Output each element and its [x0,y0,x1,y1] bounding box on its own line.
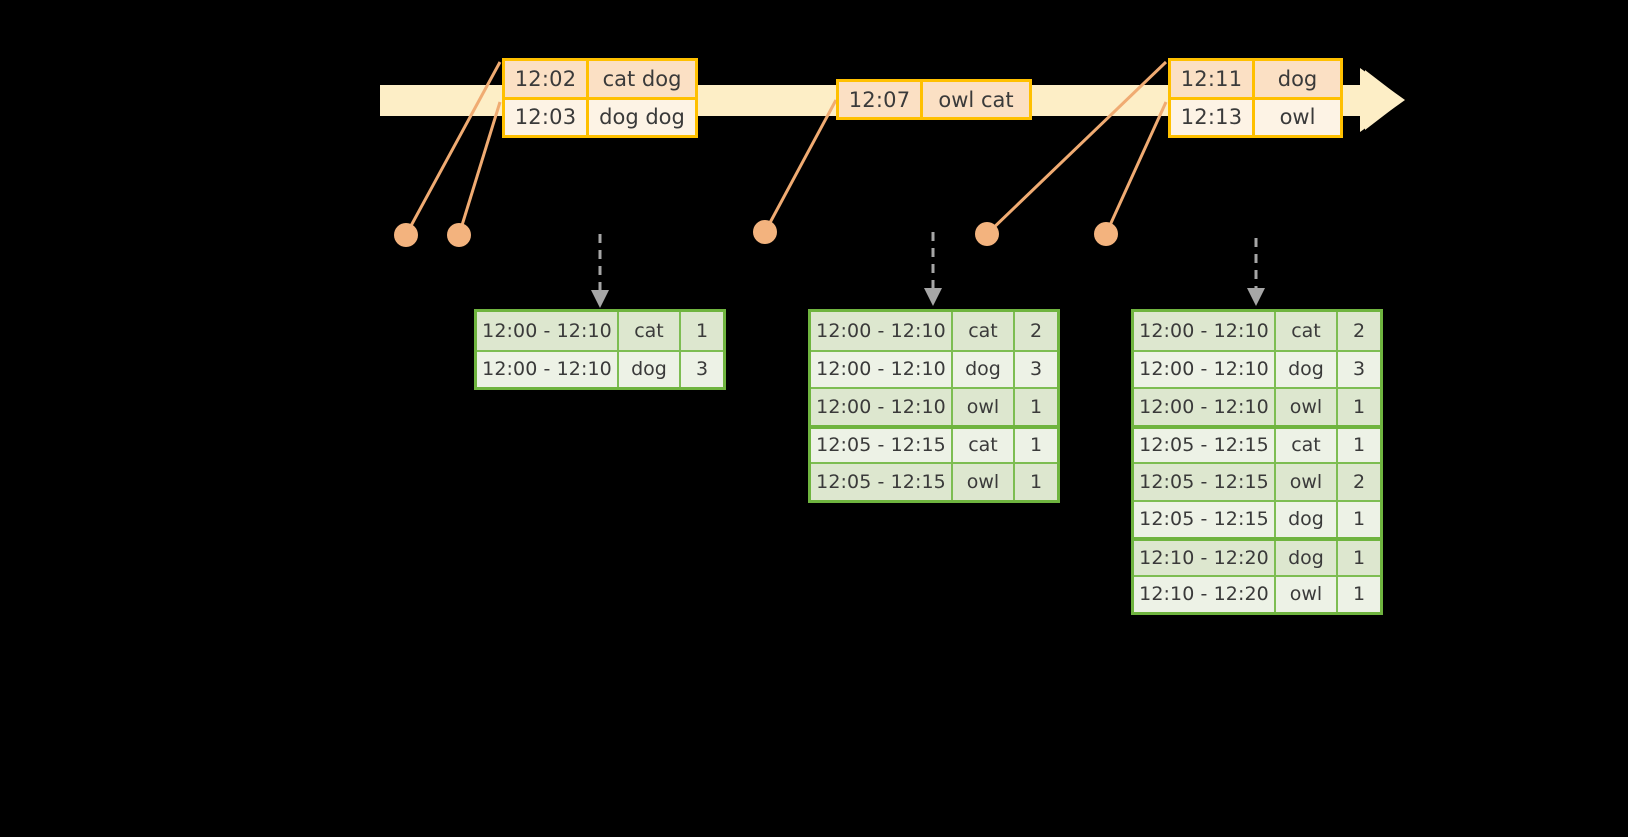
cell-count: 2 [1352,319,1366,342]
cell-count: 3 [1029,358,1043,381]
event-timestamp: 12:11 [1171,61,1255,97]
down-arrow-1-head [591,290,609,308]
event-timestamp: 12:03 [505,99,589,135]
cell-count: 1 [1352,508,1366,531]
cell-window: 12:10 - 12:20 [1134,541,1276,575]
connector-12-07 [763,99,838,233]
cell-count: 1 [695,319,709,342]
timeline-event-box-3: 12:11 dog 12:13 owl [1168,58,1343,138]
cell-key: cat [1276,428,1338,462]
cell-key: owl [953,464,1015,500]
cell-count: 1 [1352,395,1366,418]
timeline-event-box-2: 12:07 owl cat [836,79,1032,120]
cell-window: 12:05 - 12:15 [811,464,953,500]
timeline-event-row: 12:03 dog dog [505,96,695,135]
cell-window: 12:00 - 12:10 [811,312,953,350]
cell-count: 1 [1352,546,1366,569]
cell-count: 3 [1352,358,1366,381]
timeline-event-box-1: 12:02 cat dog 12:03 dog dog [502,58,698,138]
cell-count: 1 [1352,434,1366,457]
timeline-arrowhead [1365,70,1404,130]
event-timestamp: 12:02 [505,61,589,97]
timeline-event-row: 12:11 dog [1171,61,1340,97]
cell-key: dog [1276,541,1338,575]
cell-window: 12:00 - 12:10 [477,312,619,350]
cell-window: 12:00 - 12:10 [811,389,953,425]
down-arrow-3-head [1247,288,1265,306]
cell-key: owl [953,389,1015,425]
event-words: cat dog [602,66,682,91]
emit-dot-5 [1094,222,1118,246]
cell-window: 12:00 - 12:10 [477,351,619,387]
cell-key: cat [619,312,681,350]
timeline-arrowhead-tip [1360,68,1405,132]
cell-window: 12:00 - 12:10 [1134,351,1276,387]
event-words: owl cat [938,87,1014,112]
emit-dot-3 [753,220,777,244]
cell-window: 12:10 - 12:20 [1134,576,1276,612]
connector-12-13 [1104,101,1168,235]
timeline-event-row: 12:02 cat dog [505,61,695,97]
cell-count: 2 [1029,319,1043,342]
down-arrow-2-head [924,288,942,306]
timeline-event-row: 12:13 owl [1171,96,1340,135]
emit-dot-2 [447,223,471,247]
cell-key: owl [1276,576,1338,612]
event-words: owl [1279,105,1316,130]
cell-key: cat [1276,312,1338,350]
cell-key: dog [1276,351,1338,387]
cell-window: 12:05 - 12:15 [1134,501,1276,537]
event-words: dog [1277,66,1318,91]
cell-key: dog [1276,501,1338,537]
cell-key: dog [619,351,681,387]
cell-count: 3 [695,358,709,381]
event-timestamp: 12:07 [839,82,923,117]
cell-window: 12:00 - 12:10 [1134,312,1276,350]
cell-count: 1 [1029,470,1043,493]
emit-dot-1 [394,223,418,247]
cell-count: 2 [1352,470,1366,493]
cell-key: cat [953,312,1015,350]
connector-12-02 [404,61,502,236]
timeline-event-row: 12:07 owl cat [839,82,1029,117]
connector-12-03 [457,101,502,236]
event-timestamp: 12:13 [1171,99,1255,135]
event-words: dog dog [599,105,685,130]
cell-window: 12:05 - 12:15 [811,428,953,462]
cell-window: 12:05 - 12:15 [1134,464,1276,500]
cell-window: 12:05 - 12:15 [1134,428,1276,462]
cell-window: 12:00 - 12:10 [1134,389,1276,425]
cell-count: 1 [1352,583,1366,606]
emit-dot-4 [975,222,999,246]
cell-key: cat [953,428,1015,462]
cell-count: 1 [1029,395,1043,418]
cell-count: 1 [1029,434,1043,457]
cell-window: 12:00 - 12:10 [811,351,953,387]
cell-key: owl [1276,464,1338,500]
cell-key: owl [1276,389,1338,425]
cell-key: dog [953,351,1015,387]
